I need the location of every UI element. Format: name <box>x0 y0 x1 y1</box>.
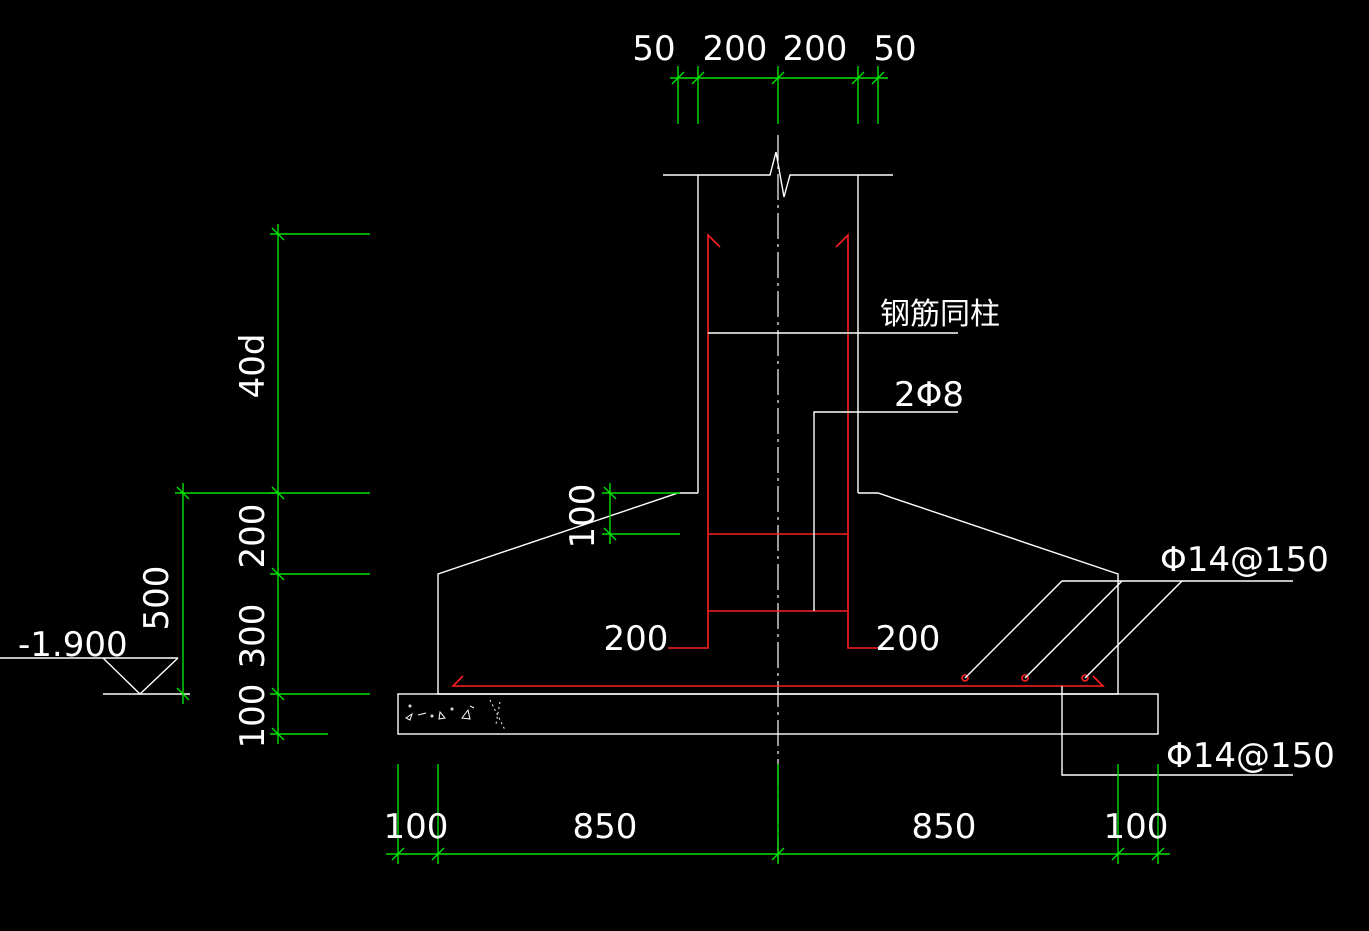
dim-haunch-100: 100 <box>563 484 603 549</box>
bottom-mesh-bar <box>451 675 1105 687</box>
cushion-layer <box>397 693 1159 735</box>
leaders <box>708 332 1293 776</box>
label-stirrup: 2Φ8 <box>894 375 964 415</box>
dim-v-100: 100 <box>233 684 273 749</box>
leader-stirrup <box>813 411 958 611</box>
dim-bottom-850-left: 850 <box>573 807 638 847</box>
dim-top-50-left: 50 <box>632 29 675 69</box>
concrete-hatch <box>405 699 506 731</box>
leader-bottom-rebar-1c <box>1084 580 1183 679</box>
bar-dot-2 <box>1021 674 1029 682</box>
dimension-labels: 50 200 200 50 40d 200 300 100 500 100 20… <box>137 29 1168 847</box>
dimensions <box>175 66 1170 864</box>
label-rebar-same-as-column: 钢筋同柱 <box>880 297 1000 332</box>
dim-v-200: 200 <box>233 504 273 569</box>
bar-dot-3 <box>1081 674 1089 682</box>
column-bar-left <box>668 233 721 649</box>
label-bottom-rebar-1: Φ14@150 <box>1160 540 1329 580</box>
dim-bottom-100-left: 100 <box>384 807 449 847</box>
leader-bottom-rebar-2 <box>1061 686 1293 776</box>
bar-dot-1 <box>961 674 969 682</box>
elevation-marker <box>0 657 190 695</box>
elevation-label: -1.900 <box>18 625 128 665</box>
dim-bottom-100-right: 100 <box>1104 807 1169 847</box>
dim-top-200-left: 200 <box>703 29 768 69</box>
footing-outline <box>397 151 1159 735</box>
dim-v-300: 300 <box>233 604 273 669</box>
dim-top-200-right: 200 <box>783 29 848 69</box>
dim-top-50-right: 50 <box>873 29 916 69</box>
dim-v-500: 500 <box>137 566 177 631</box>
dim-hook-right: 200 <box>876 619 941 659</box>
dim-hook-left: 200 <box>604 619 669 659</box>
column-bar-right <box>835 233 888 649</box>
annotations: -1.900 钢筋同柱 2Φ8 Φ14@150 Φ14@150 <box>18 297 1335 776</box>
column-break-line <box>663 151 893 198</box>
label-bottom-rebar-2: Φ14@150 <box>1166 736 1335 776</box>
leader-bottom-rebar-1b <box>1024 580 1123 679</box>
dim-v-40d: 40d <box>233 334 273 399</box>
leader-bottom-rebar-1 <box>964 580 1293 679</box>
dim-bottom-850-right: 850 <box>912 807 977 847</box>
rebar <box>451 233 1105 687</box>
